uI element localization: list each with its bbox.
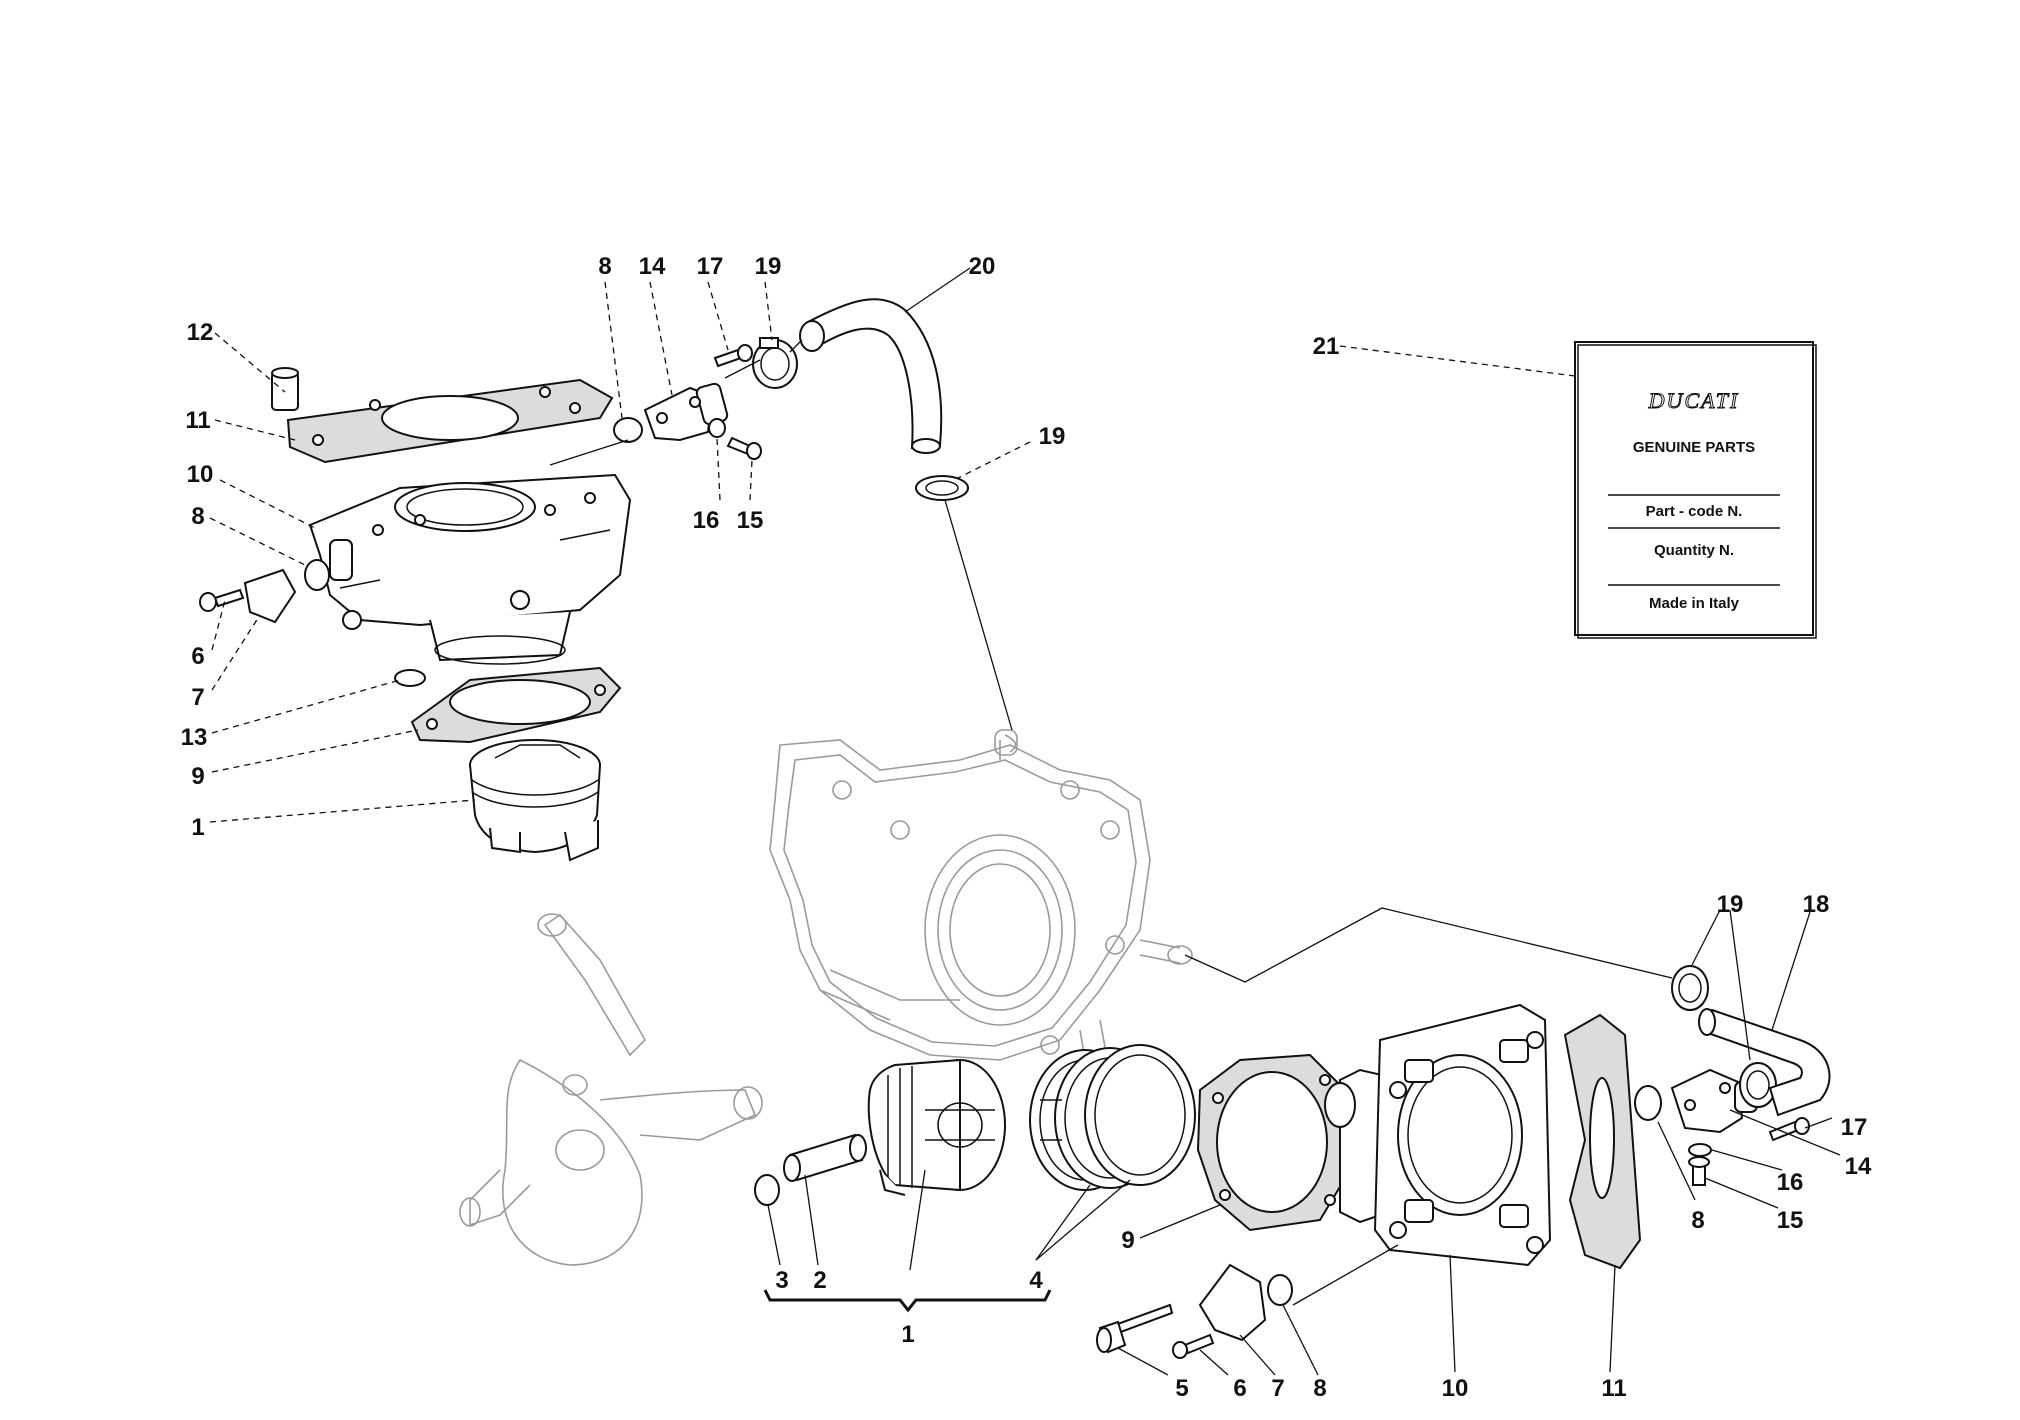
o-ring-8-bottom (1267, 1274, 1293, 1306)
callout-17-side: 17 (1841, 1114, 1868, 1141)
flange-left (243, 568, 297, 624)
callout-8-side: 8 (1691, 1207, 1704, 1234)
callout-1: 1 (191, 814, 204, 841)
hose-clamp-side-b (1739, 1062, 1777, 1108)
callout-1-bracket: 1 (901, 1321, 914, 1348)
callout-3: 3 (775, 1267, 788, 1294)
callout-11: 11 (185, 407, 210, 434)
crankshaft-ghost (459, 913, 763, 1266)
callout-18: 18 (1803, 891, 1830, 918)
callout-20: 20 (969, 253, 996, 280)
callout-8-bottom: 8 (1313, 1375, 1326, 1402)
callout-6-bottom: 6 (1233, 1375, 1246, 1402)
callout-4: 4 (1029, 1267, 1043, 1294)
washer-side-16 (1688, 1143, 1712, 1157)
dowel-sleeve (271, 367, 299, 411)
screw-side-17 (1768, 1117, 1810, 1142)
callout-21: 21 (1313, 333, 1340, 360)
water-hose-18 (1698, 1008, 1831, 1117)
callout-11-side: 11 (1601, 1375, 1626, 1402)
label-origin: Made in Italy (1649, 595, 1740, 612)
callout-12: 12 (187, 319, 214, 346)
screw-left (199, 588, 245, 612)
hose-clamp-upper (752, 337, 798, 389)
crankcase-ghost (769, 729, 1193, 1101)
callout-6: 6 (191, 643, 204, 670)
hose-clamp-side-a (1671, 965, 1709, 1011)
callout-16: 16 (693, 507, 720, 534)
head-gasket-side (1563, 1013, 1642, 1270)
callout-10: 10 (187, 461, 214, 488)
callout-8-top: 8 (598, 253, 611, 280)
brand-logo: DUCATI (1648, 388, 1740, 413)
circlip-3 (754, 1174, 780, 1206)
callout-14-side: 14 (1845, 1153, 1872, 1180)
screw-side-15 (1688, 1156, 1710, 1186)
callout-13: 13 (181, 724, 208, 751)
label-part-code: Part - code N. (1646, 503, 1743, 520)
callout-2: 2 (813, 1267, 826, 1294)
cylinder-top (308, 473, 632, 665)
callout-10-side: 10 (1442, 1375, 1469, 1402)
o-ring-side (1634, 1085, 1662, 1121)
callout-9: 9 (191, 763, 204, 790)
head-gasket-top (286, 378, 614, 464)
callout-8: 8 (191, 503, 204, 530)
washer-16 (708, 418, 726, 438)
callout-labels: 12 11 10 8 6 7 13 9 1 8 14 17 19 20 16 1… (181, 253, 1872, 1402)
piston-side (867, 1058, 1006, 1196)
hose-clamp-lower (915, 475, 969, 501)
base-gasket-side (1196, 1053, 1352, 1232)
lower-cylinder-assembly (754, 965, 1831, 1359)
callout-7: 7 (191, 684, 204, 711)
label-quantity: Quantity N. (1654, 542, 1734, 559)
label-title: GENUINE PARTS (1633, 439, 1755, 456)
callout-19-hose: 19 (1039, 423, 1066, 450)
leader-lines (209, 267, 1841, 1376)
water-union-upper (643, 382, 729, 442)
callout-17: 17 (697, 253, 724, 280)
cylinder-side (1324, 1003, 1552, 1267)
screw-upper-17 (713, 344, 753, 368)
o-ring-upper (613, 417, 643, 443)
water-hose-20 (799, 298, 943, 454)
flange-7-bottom (1198, 1263, 1267, 1342)
base-gasket-top (410, 666, 622, 744)
callout-5: 5 (1175, 1375, 1188, 1402)
screw-6-bottom (1172, 1333, 1215, 1359)
top-cylinder-assembly (199, 298, 969, 862)
callout-15-side: 15 (1777, 1207, 1804, 1234)
callout-19: 19 (755, 253, 782, 280)
callout-7-bottom: 7 (1271, 1375, 1284, 1402)
screw-upper-15 (726, 436, 762, 460)
genuine-parts-label: DUCATI GENUINE PARTS Part - code N. Quan… (1574, 341, 1817, 639)
piston-rings (1029, 1044, 1196, 1191)
stud-bolt-5 (1096, 1303, 1174, 1354)
callout-9-side: 9 (1121, 1227, 1134, 1254)
callout-15: 15 (737, 507, 764, 534)
callout-16-side: 16 (1777, 1169, 1804, 1196)
o-ring-13 (394, 669, 426, 687)
gudgeon-pin (783, 1133, 867, 1182)
callout-19-side: 19 (1717, 891, 1744, 918)
callout-14: 14 (639, 253, 666, 280)
o-ring-left (304, 559, 330, 591)
piston-top (469, 739, 601, 862)
